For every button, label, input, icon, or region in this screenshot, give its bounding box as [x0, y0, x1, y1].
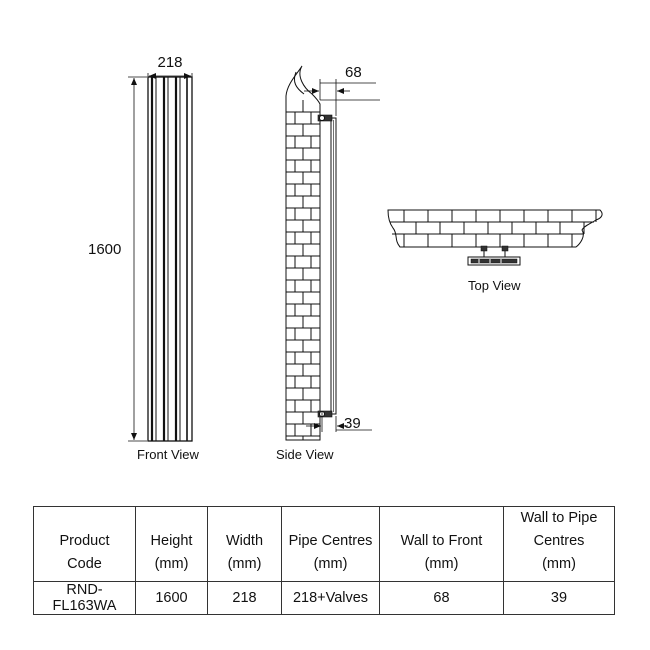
- cell-height: 1600: [135, 581, 208, 615]
- wall-to-front-dimension: 68: [304, 64, 380, 116]
- cell-width: 218: [207, 581, 282, 615]
- cell-wall-to-pipe: 39: [503, 581, 615, 615]
- cell-pipe-centres: 218+Valves: [281, 581, 380, 615]
- front-view-caption: Front View: [137, 447, 200, 462]
- height-label: 1600: [88, 241, 121, 258]
- top-view: Top View: [387, 209, 603, 293]
- wall-to-pipe-label: 39: [344, 415, 361, 432]
- radiator-side: [317, 114, 337, 418]
- radiator-front: [147, 76, 193, 442]
- header-width: Width(mm): [207, 506, 282, 582]
- side-view-caption: Side View: [276, 447, 334, 462]
- side-view: 68 39 Side View: [276, 64, 380, 462]
- brick-wall-top: [387, 209, 603, 248]
- top-view-caption: Top View: [468, 278, 521, 293]
- header-wall-to-front: Wall to Front(mm): [379, 506, 504, 582]
- wall-to-pipe-dimension: 39: [306, 412, 372, 432]
- width-dimension: 218: [147, 54, 193, 80]
- cell-wall-to-front: 68: [379, 581, 504, 615]
- width-label: 218: [157, 54, 182, 71]
- wall-to-front-label: 68: [345, 64, 362, 81]
- height-dimension: 1600: [88, 76, 147, 442]
- technical-drawing: 218 1600 Front View 68: [88, 54, 603, 462]
- brick-wall-side: [285, 65, 321, 441]
- front-view: 218 1600 Front View: [88, 54, 200, 462]
- table-row: RND-FL163WA 1600 218 218+Valves 68 39: [33, 581, 615, 615]
- header-pipe-centres: Pipe Centres(mm): [281, 506, 380, 582]
- header-height: Height(mm): [135, 506, 208, 582]
- cell-product-code: RND-FL163WA: [33, 581, 136, 615]
- radiator-top: [467, 245, 521, 266]
